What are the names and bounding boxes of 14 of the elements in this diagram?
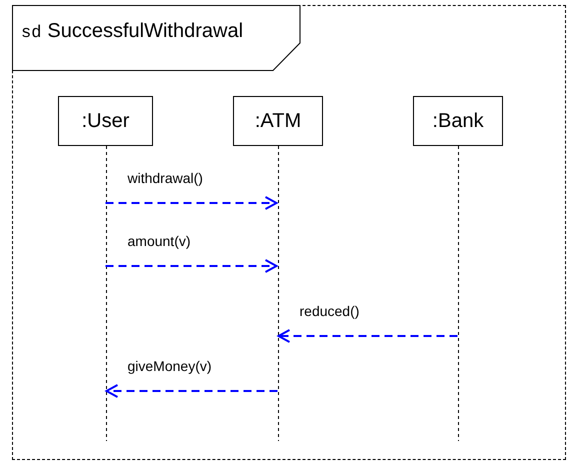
message-label: giveMoney(v)	[128, 358, 212, 374]
frame-title: SuccessfulWithdrawal	[47, 20, 244, 42]
message-arrow	[106, 384, 278, 398]
lifeline-head: :Bank	[413, 96, 503, 146]
message-arrow	[106, 259, 278, 273]
lifeline-head: :ATM	[233, 96, 323, 146]
frame-border	[12, 5, 566, 460]
message-label: amount(v)	[128, 233, 191, 249]
message-arrow	[106, 196, 278, 210]
message-label: withdrawal()	[128, 170, 203, 186]
message-label: reduced()	[300, 303, 360, 319]
frame-keyword: sd	[21, 24, 42, 43]
message-arrow	[278, 329, 458, 343]
lifeline-head: :User	[58, 96, 153, 146]
